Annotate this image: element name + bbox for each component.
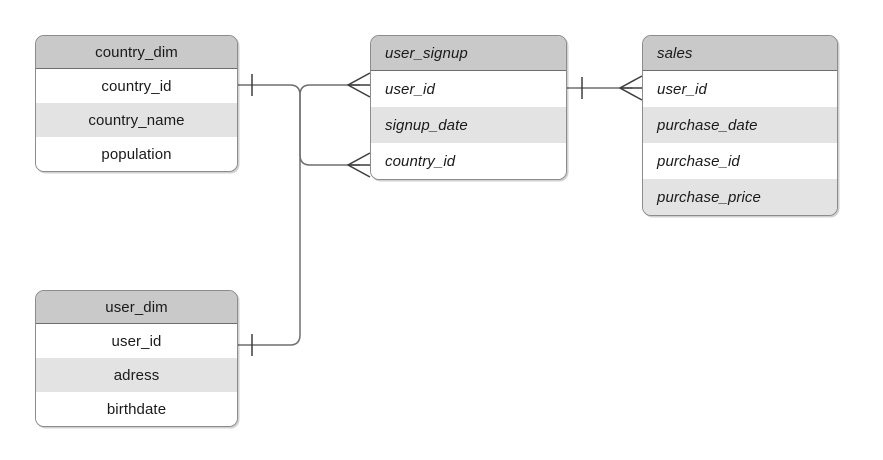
entity-table-country-dim[interactable]: country_dim country_id country_name popu… — [35, 35, 238, 172]
entity-field-population[interactable]: population — [36, 137, 237, 171]
entity-header-country-dim: country_dim — [36, 36, 237, 69]
crows-foot-icon — [346, 152, 371, 178]
entity-table-user-signup[interactable]: user_signup user_id signup_date country_… — [370, 35, 567, 180]
entity-field-country-id[interactable]: country_id — [371, 143, 566, 179]
entity-field-adress[interactable]: adress — [36, 358, 237, 392]
entity-field-purchase-date[interactable]: purchase_date — [643, 107, 837, 143]
entity-table-user-dim[interactable]: user_dim user_id adress birthdate — [35, 290, 238, 427]
entity-field-user-id[interactable]: user_id — [36, 324, 237, 358]
relationship-country-dim-to-user-signup — [238, 74, 371, 178]
entity-field-user-id[interactable]: user_id — [643, 71, 837, 107]
crows-foot-icon — [346, 72, 371, 98]
entity-header-user-dim: user_dim — [36, 291, 237, 324]
entity-field-user-id[interactable]: user_id — [371, 71, 566, 107]
entity-header-sales: sales — [643, 36, 837, 71]
entity-field-birthdate[interactable]: birthdate — [36, 392, 237, 426]
entity-field-country-name[interactable]: country_name — [36, 103, 237, 137]
entity-field-purchase-price[interactable]: purchase_price — [643, 179, 837, 215]
crows-foot-icon — [618, 75, 643, 101]
entity-field-purchase-id[interactable]: purchase_id — [643, 143, 837, 179]
entity-field-country-id[interactable]: country_id — [36, 69, 237, 103]
entity-field-signup-date[interactable]: signup_date — [371, 107, 566, 143]
relationship-user-dim-to-user-signup — [238, 72, 371, 356]
entity-header-user-signup: user_signup — [371, 36, 566, 71]
entity-table-sales[interactable]: sales user_id purchase_date purchase_id … — [642, 35, 838, 216]
relationship-user-signup-to-sales — [567, 75, 643, 101]
